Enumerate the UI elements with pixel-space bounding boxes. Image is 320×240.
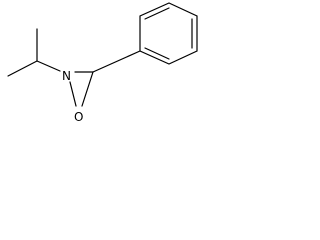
phenyl-double-bond-3 [144, 47, 170, 60]
nitrogen-oxygen-bond [69, 81, 77, 107]
isopropyl-bond-left [7, 60, 38, 77]
carbon-phenyl-bond [92, 50, 141, 73]
isopropyl-to-nitrogen-bond [36, 60, 61, 72]
oxaziridine-structure-diagram: N O [7, 2, 198, 124]
phenyl-ring [139, 2, 198, 65]
carbon-oxygen-bond [81, 71, 94, 107]
structure-canvas: N O [0, 0, 220, 126]
oxygen-atom-label: O [74, 110, 83, 124]
phenyl-double-bond-1 [144, 7, 170, 20]
nitrogen-atom-label: N [62, 69, 71, 83]
